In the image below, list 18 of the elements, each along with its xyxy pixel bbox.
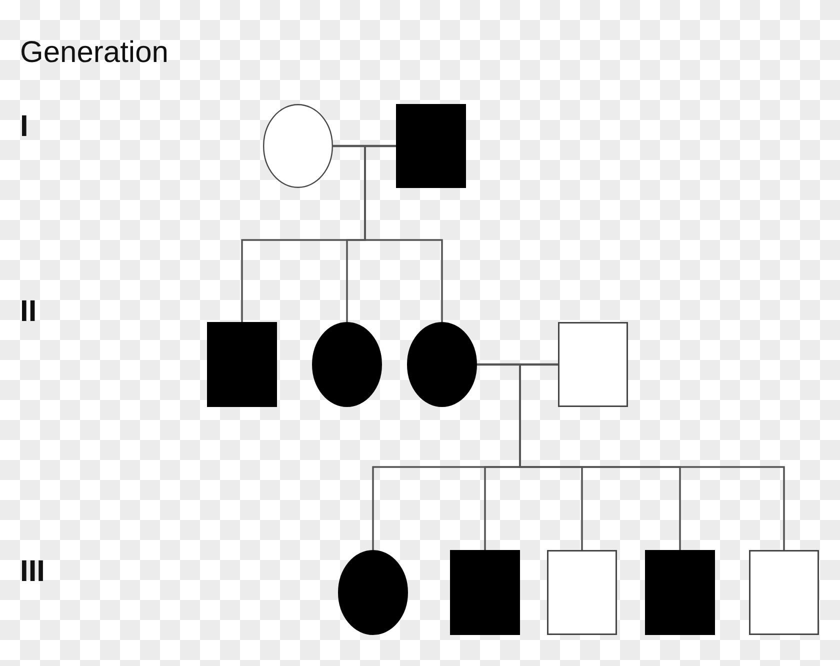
female-circle [312,322,382,407]
column-heading: Generation [20,38,168,68]
mating-line [477,363,558,366]
male-square [547,550,617,635]
mating-line [333,144,396,148]
female-circle [338,550,408,635]
male-square [207,322,277,407]
descent-line [364,145,443,322]
male-square [396,104,466,188]
male-square [450,550,520,635]
female-circle [407,322,477,407]
generation-numeral: I [20,112,28,142]
generation-numeral: II [20,297,37,327]
male-square [558,322,628,407]
generation-numeral: III [20,557,46,587]
male-square [645,550,715,635]
female-circle [263,104,333,188]
male-square [749,550,819,635]
